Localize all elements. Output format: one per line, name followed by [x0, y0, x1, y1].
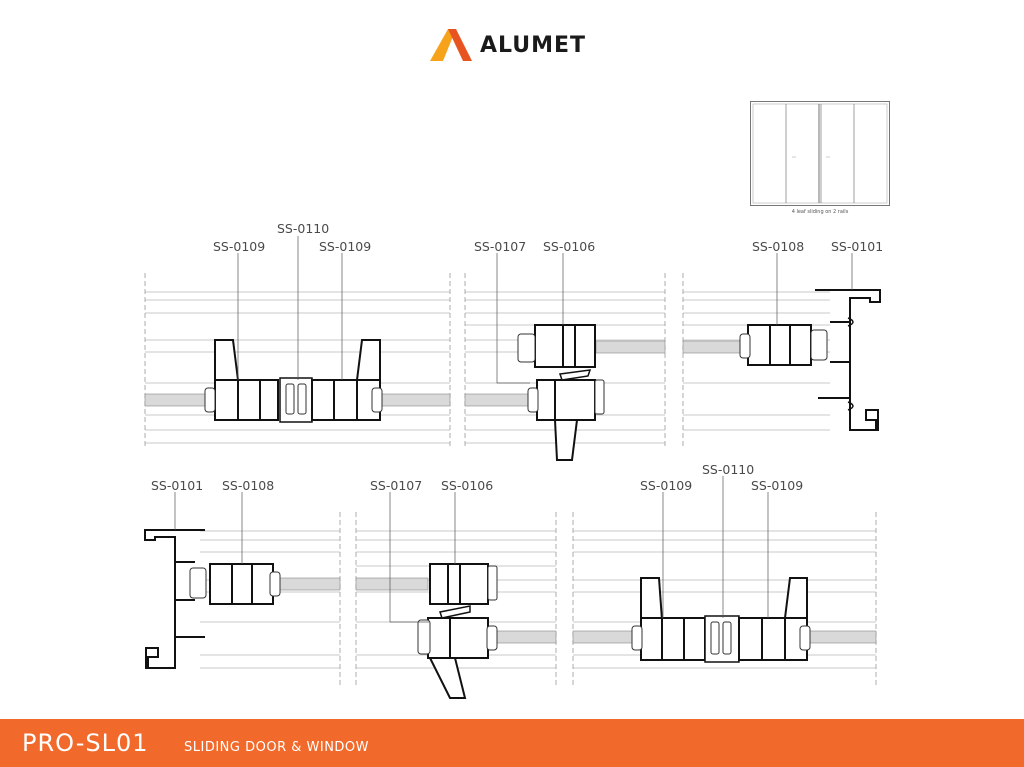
brand-logo: ALUMET [428, 28, 586, 62]
label-ss-0107-bottom: SS-0107 [370, 478, 423, 493]
brand-name: ALUMET [480, 32, 587, 58]
label-ss-0101-top: SS-0101 [831, 239, 884, 254]
gaskets [189, 329, 828, 655]
label-ss-0106-bottom: SS-0106 [441, 478, 494, 493]
thumbnail-caption: 4 leaf sliding on 2 rails [791, 209, 849, 215]
label-ss-0109-top-left: SS-0109 [213, 239, 266, 254]
label-ss-0106-top: SS-0106 [543, 239, 596, 254]
glass-panes [144, 340, 877, 644]
elevation-thumbnail: 4 leaf sliding on 2 rails [750, 101, 890, 219]
label-ss-0109-bottom-left: SS-0109 [640, 478, 693, 493]
label-ss-0110-top: SS-0110 [277, 221, 330, 236]
label-ss-0109-bottom-right: SS-0109 [751, 478, 804, 493]
product-title: SLIDING DOOR & WINDOW [184, 740, 370, 755]
break-lines [144, 273, 877, 688]
label-ss-0109-top-right: SS-0109 [319, 239, 372, 254]
label-ss-0110-bottom: SS-0110 [702, 462, 755, 477]
label-ss-0108-top: SS-0108 [752, 239, 805, 254]
alumet-logo-icon [430, 29, 472, 61]
leader-lines [174, 236, 853, 623]
label-ss-0101-bottom: SS-0101 [151, 478, 204, 493]
product-code: PRO-SL01 [22, 729, 149, 757]
section-drawing [144, 236, 881, 699]
label-ss-0107-top: SS-0107 [474, 239, 527, 254]
label-ss-0108-bottom: SS-0108 [222, 478, 275, 493]
profiles [144, 289, 881, 699]
footer-bar: PRO-SL01 SLIDING DOOR & WINDOW [0, 719, 1024, 767]
